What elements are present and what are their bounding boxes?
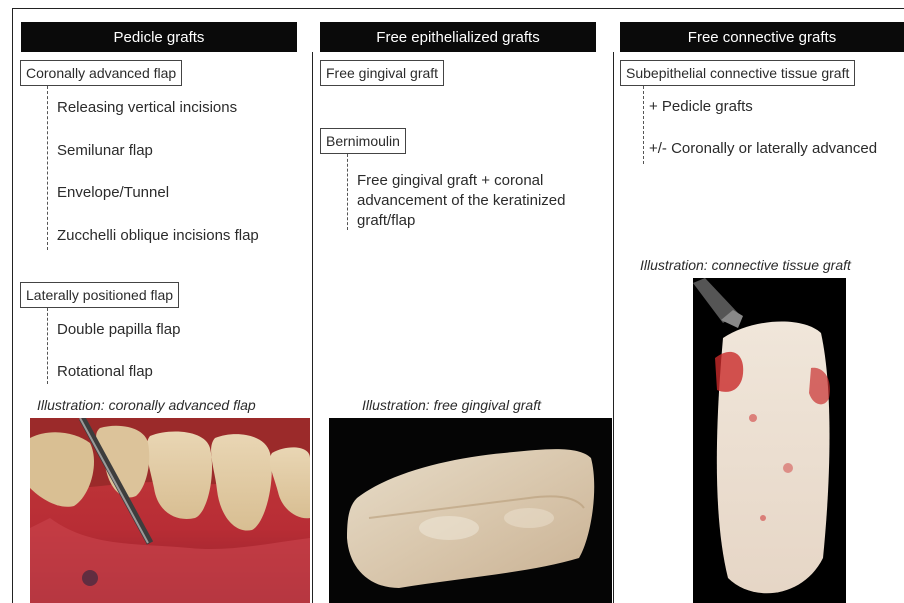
- list-item: +/- Coronally or laterally advanced: [649, 140, 877, 157]
- list-item: Semilunar flap: [57, 142, 153, 159]
- list-item: + Pedicle grafts: [649, 98, 753, 115]
- bernimoulin-description: Free gingival graft + coronal advancemen…: [357, 171, 587, 231]
- column-divider-1: [312, 52, 313, 603]
- header-free-connective-grafts: Free connective grafts: [620, 22, 904, 52]
- box-bernimoulin: Bernimoulin: [320, 128, 406, 154]
- list-item: Rotational flap: [57, 363, 153, 380]
- list-item: Envelope/Tunnel: [57, 184, 169, 201]
- connective-tissue-graft-photo-icon: [693, 278, 846, 603]
- list-item: Releasing vertical incisions: [57, 99, 237, 116]
- gingiva-photo-icon: [30, 418, 310, 603]
- box-subepithelial-connective-tissue-graft: Subepithelial connective tissue graft: [620, 60, 855, 86]
- list-item: Zucchelli oblique incisions flap: [57, 227, 259, 244]
- connector-line: [47, 86, 48, 250]
- connector-line: [347, 154, 348, 230]
- caption-connective-tissue-graft: Illustration: connective tissue graft: [640, 257, 851, 273]
- column-divider-2: [613, 52, 614, 603]
- caption-free-gingival-graft: Illustration: free gingival graft: [362, 397, 541, 413]
- free-gingival-graft-photo-icon: [329, 418, 612, 603]
- box-laterally-positioned-flap: Laterally positioned flap: [20, 282, 179, 308]
- header-free-epithelialized-grafts: Free epithelialized grafts: [320, 22, 596, 52]
- box-coronally-advanced-flap: Coronally advanced flap: [20, 60, 182, 86]
- frame-left-border: [12, 8, 13, 603]
- header-pedicle-grafts: Pedicle grafts: [21, 22, 297, 52]
- caption-coronally-advanced-flap: Illustration: coronally advanced flap: [37, 397, 256, 413]
- connector-line: [643, 86, 644, 164]
- box-free-gingival-graft: Free gingival graft: [320, 60, 444, 86]
- list-item: Double papilla flap: [57, 321, 180, 338]
- frame-top-border: [12, 8, 904, 9]
- connector-line: [47, 308, 48, 384]
